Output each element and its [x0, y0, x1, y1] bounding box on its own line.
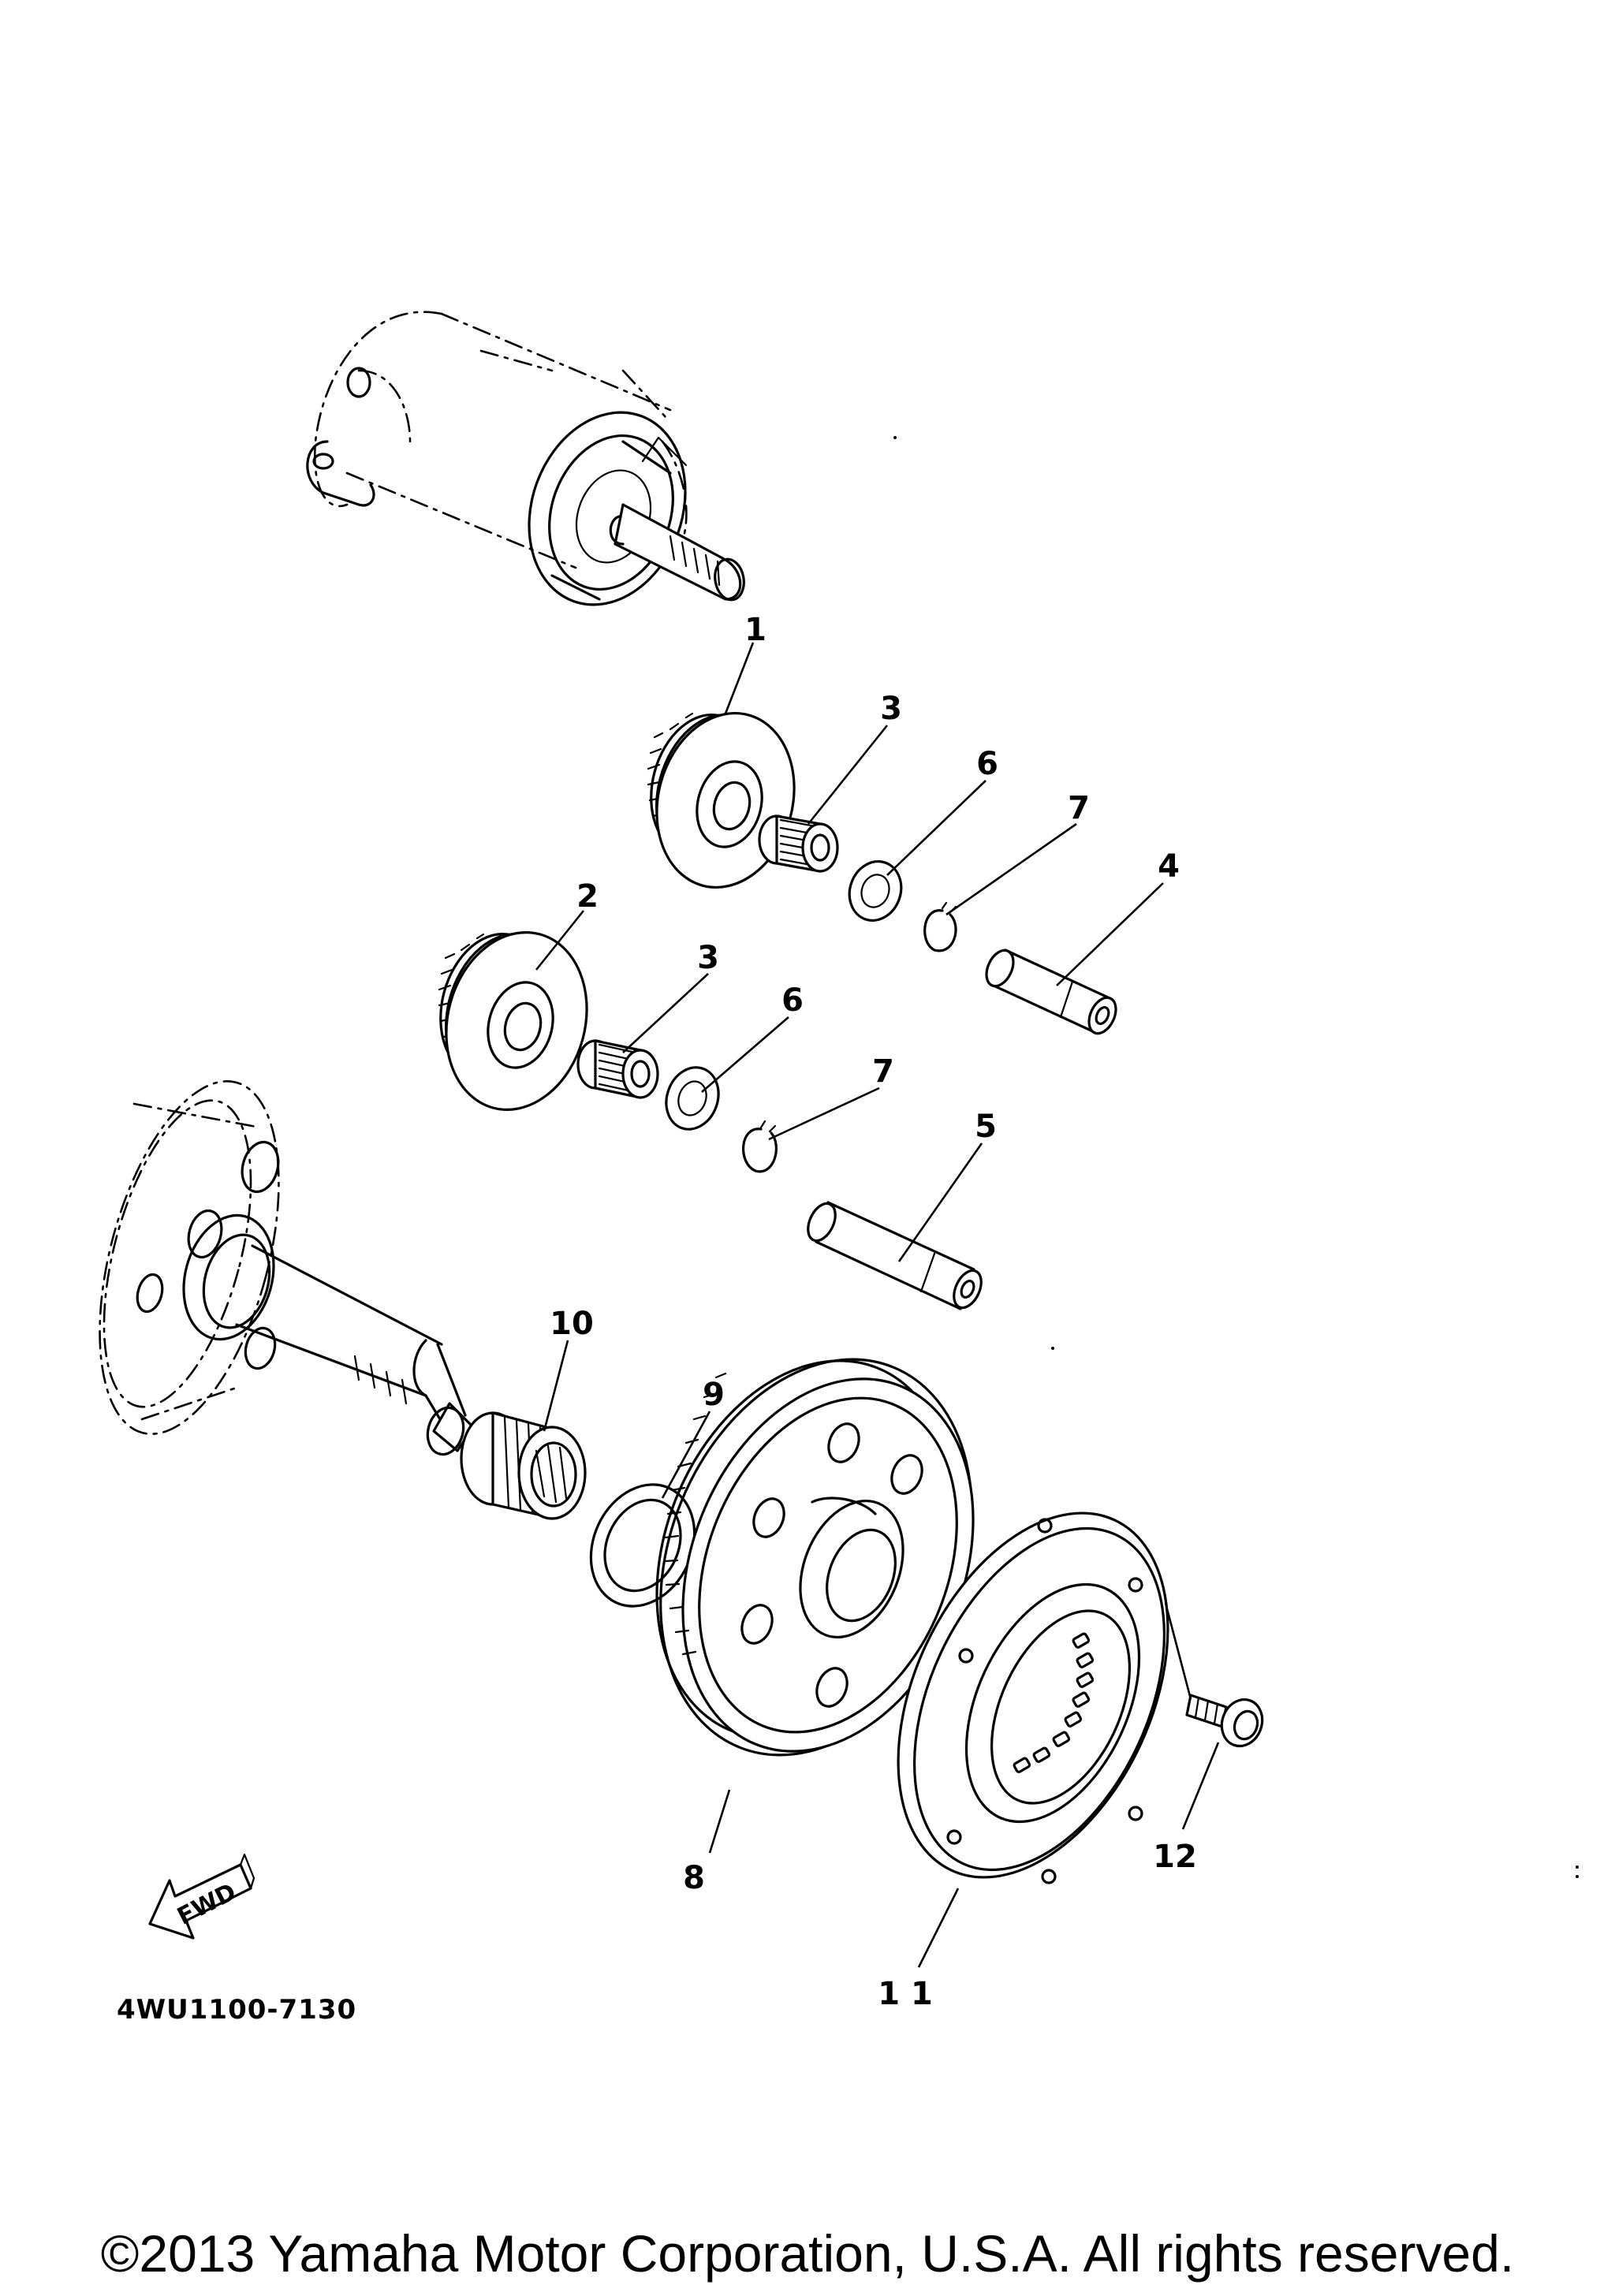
callout-6a: 6: [976, 746, 998, 782]
callout-5: 5: [975, 1109, 997, 1145]
starter-motor: [306, 311, 745, 606]
bolt-12: [1185, 1694, 1264, 1748]
circlip-7a: [923, 901, 957, 952]
callout-7b: 7: [872, 1053, 894, 1090]
circlip-7b: [742, 1120, 778, 1173]
callout-12: 12: [1153, 1839, 1197, 1875]
crank-shaft: [99, 1080, 475, 1456]
shaft-5: [807, 1201, 983, 1310]
callout-3b: 3: [697, 940, 719, 976]
needle-bearing-3a: [758, 814, 839, 873]
callout-numbers: 1 2 3 3 4 5 6 6 7 7 8 9 10 1 1 12: [550, 612, 1197, 2012]
washer-6a: [848, 860, 903, 922]
gear-2: [438, 931, 588, 1111]
gear-1: [647, 712, 796, 889]
starter-wheel-gear-8: [655, 1358, 975, 1757]
one-way-clutch-11: [897, 1511, 1169, 1884]
callout-7a: 7: [1068, 790, 1090, 826]
copyright-notice: ©2013 Yamaha Motor Corporation, U.S.A. A…: [100, 2224, 1515, 2283]
callout-1: 1: [744, 612, 766, 648]
callout-9: 9: [703, 1377, 725, 1413]
shaft-4: [985, 949, 1117, 1035]
callout-8: 8: [683, 1860, 705, 1896]
needle-bearing-3b: [576, 1039, 659, 1099]
leader-lines: [535, 642, 1220, 1968]
clutch-rollers: [1013, 1632, 1095, 1773]
figure-code: 4WU1100-7130: [117, 1994, 356, 2026]
callout-11: 1 1: [878, 1976, 933, 2012]
callout-10: 10: [550, 1306, 594, 1342]
callout-4: 4: [1158, 848, 1180, 885]
callout-6b: 6: [781, 982, 804, 1019]
callout-2: 2: [576, 878, 599, 915]
callout-3a: 3: [880, 691, 902, 727]
bearing-10: [460, 1411, 587, 1520]
fwd-arrow: FWD: [148, 1853, 255, 1940]
washer-6b: [665, 1066, 720, 1131]
